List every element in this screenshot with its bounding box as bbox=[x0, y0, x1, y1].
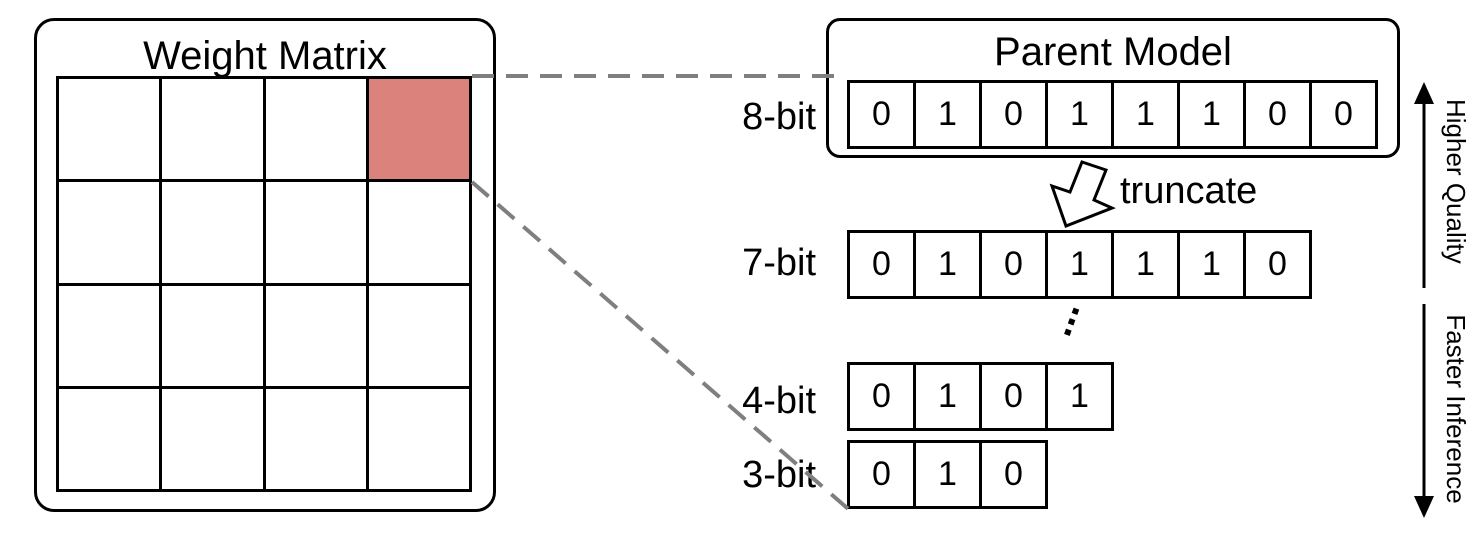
bit-cell: 1 bbox=[1114, 233, 1180, 299]
bit-cell: 0 bbox=[850, 365, 916, 431]
weight-cell bbox=[265, 388, 369, 492]
weight-cell bbox=[162, 285, 266, 389]
weight-matrix-grid bbox=[56, 76, 472, 492]
weight-cell bbox=[368, 182, 472, 286]
bit-cell: 1 bbox=[916, 443, 982, 509]
weight-cell bbox=[162, 388, 266, 492]
weight-cell bbox=[265, 79, 369, 183]
bit-cell: 1 bbox=[1114, 83, 1180, 149]
weight-cell bbox=[368, 388, 472, 492]
axis-up-arrow-icon bbox=[1414, 82, 1434, 288]
weight-cell bbox=[59, 285, 163, 389]
axis-down-arrow-icon bbox=[1414, 304, 1434, 518]
bit-cell: 0 bbox=[982, 233, 1048, 299]
dashed-connector-bottom bbox=[470, 180, 856, 516]
bit-cell: 0 bbox=[1246, 83, 1312, 149]
truncate-arrow-icon bbox=[1049, 160, 1116, 228]
bit-cell: 0 bbox=[982, 365, 1048, 431]
bit-cell: 1 bbox=[916, 83, 982, 149]
weight-cell bbox=[59, 79, 163, 183]
weight-matrix-title: Weight Matrix bbox=[143, 34, 387, 78]
weight-cell bbox=[162, 79, 266, 183]
bit-cell: 0 bbox=[850, 83, 916, 149]
bit-cell: 0 bbox=[982, 443, 1048, 509]
bit-cell: 0 bbox=[1246, 233, 1312, 299]
bit-cell: 0 bbox=[1312, 83, 1378, 149]
bit-label-4: 4-bit bbox=[742, 380, 816, 422]
bit-label-3: 3-bit bbox=[742, 454, 816, 496]
weight-cell bbox=[162, 182, 266, 286]
bit-cell: 0 bbox=[850, 443, 916, 509]
weight-cell bbox=[368, 285, 472, 389]
bit-label-8: 8-bit bbox=[742, 96, 816, 138]
highlighted-weight-cell bbox=[368, 79, 472, 183]
bit-cell: 1 bbox=[1048, 83, 1114, 149]
bit-cell: 0 bbox=[850, 233, 916, 299]
weight-cell bbox=[265, 182, 369, 286]
bit-cell: 1 bbox=[1048, 233, 1114, 299]
bit-cell: 1 bbox=[916, 233, 982, 299]
bit-cell: 1 bbox=[1180, 233, 1246, 299]
weight-cell bbox=[59, 182, 163, 286]
weight-cell bbox=[59, 388, 163, 492]
bit-cell: 0 bbox=[982, 83, 1048, 149]
truncate-label: truncate bbox=[1120, 170, 1258, 212]
bit-cell: 1 bbox=[1180, 83, 1246, 149]
bit-cell: 1 bbox=[916, 365, 982, 431]
parent-model-title: Parent Model bbox=[994, 30, 1232, 74]
bit-label-7: 7-bit bbox=[742, 242, 816, 284]
weight-cell bbox=[265, 285, 369, 389]
bit-cell: 1 bbox=[1048, 365, 1114, 431]
